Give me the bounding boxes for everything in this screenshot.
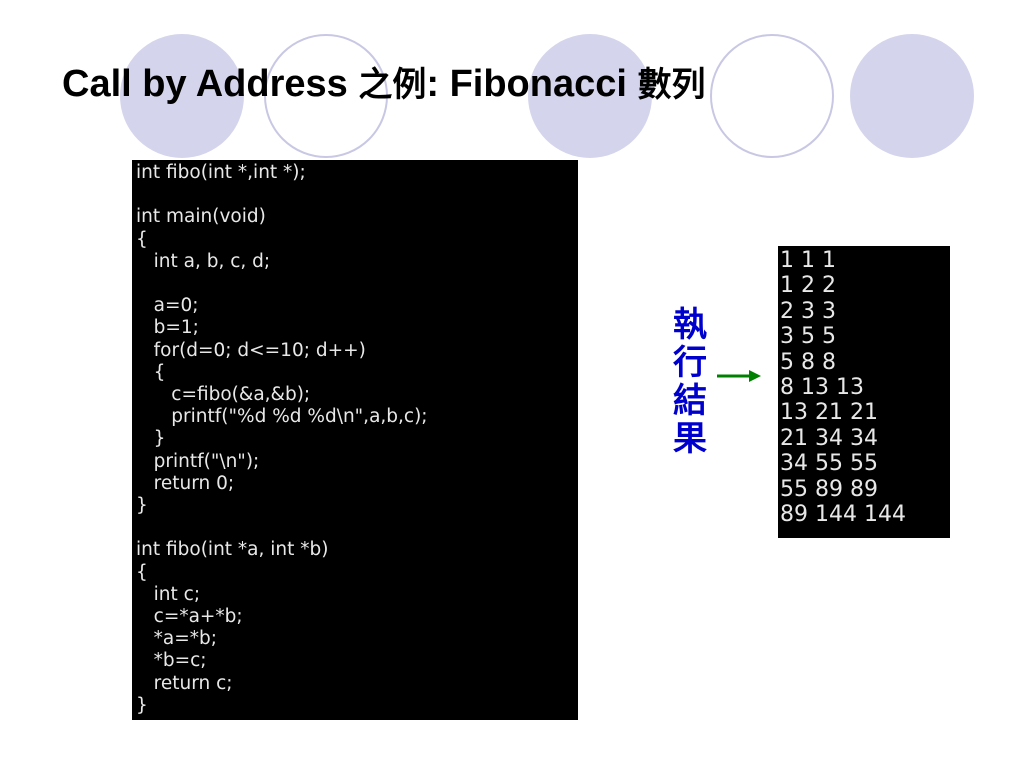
title-cjk-end: 數列 <box>637 65 706 105</box>
title-suffix: : Fibonacci <box>426 63 638 105</box>
program-output-panel: 1 1 1 1 2 2 2 3 3 3 5 5 5 8 8 8 13 13 13… <box>778 246 950 538</box>
result-label-char: 執 <box>673 305 707 345</box>
decorative-circle <box>264 34 388 158</box>
result-label-char: 行 <box>673 343 707 383</box>
program-output: 1 1 1 1 2 2 2 3 3 3 5 5 5 8 8 8 13 13 13… <box>780 248 906 528</box>
decorative-circle <box>120 34 244 158</box>
decorative-circle <box>528 34 652 158</box>
result-label: 執 行 結 果 <box>666 306 714 458</box>
source-code-panel: int fibo(int *,int *); int main(void) { … <box>132 160 578 720</box>
result-label-char: 結 <box>673 381 707 421</box>
title-cjk-part: 之例 <box>358 65 427 105</box>
title-prefix: Call by Address <box>62 63 359 105</box>
slide-title: Call by Address 之例: Fibonacci 數列 <box>62 58 706 111</box>
source-code: int fibo(int *,int *); int main(void) { … <box>136 162 428 716</box>
result-label-char: 果 <box>673 419 707 459</box>
decorative-circle <box>850 34 974 158</box>
arrow-right-icon <box>717 370 761 382</box>
decorative-circle <box>710 34 834 158</box>
